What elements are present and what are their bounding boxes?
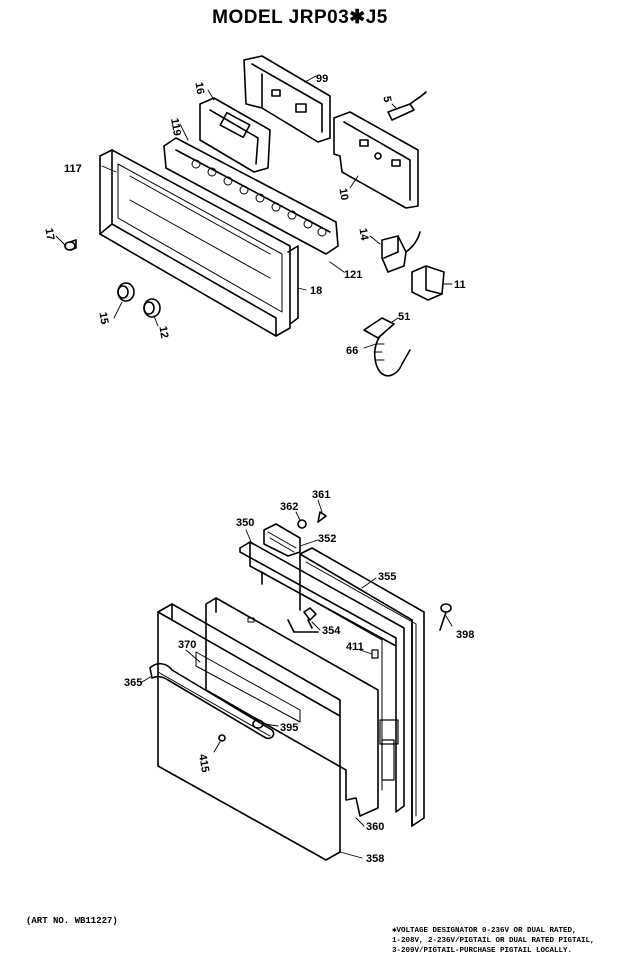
callout-355: 355 <box>378 571 396 583</box>
part-361-screw <box>317 511 327 523</box>
callout-14: 14 <box>356 227 370 242</box>
callout-362: 362 <box>280 501 298 513</box>
part-121-switch-strip <box>163 137 339 255</box>
voltage-note-line: 1-208V, 2-236V/PIGTAIL OR DUAL RATED PIG… <box>392 937 595 945</box>
part-362-nut <box>297 519 307 529</box>
part-415-screw <box>218 734 226 742</box>
voltage-note-line: ✱VOLTAGE DESIGNATOR 0-236V OR DUAL RATED… <box>392 927 577 935</box>
callout-117: 117 <box>64 163 82 175</box>
part-12-knob <box>143 298 161 318</box>
callout-12: 12 <box>156 325 170 339</box>
callout-370: 370 <box>178 639 196 651</box>
part-14-switch <box>381 231 421 273</box>
part-117-panel <box>99 149 291 337</box>
part-411-screw <box>371 649 379 659</box>
callout-5: 5 <box>380 95 393 103</box>
callout-350: 350 <box>236 517 254 529</box>
callout-119: 119 <box>168 117 183 137</box>
callout-398: 398 <box>456 629 474 641</box>
callout-360: 360 <box>366 821 384 833</box>
callout-15: 15 <box>96 311 110 325</box>
part-99-bracket <box>243 55 331 143</box>
part-360-liner <box>205 597 379 817</box>
callout-352: 352 <box>318 533 336 545</box>
part-350-inner-panel <box>239 541 405 813</box>
callout-16: 16 <box>192 81 206 95</box>
part-11-block <box>411 265 445 301</box>
part-66-pigtail-cord <box>363 317 411 377</box>
callout-17: 17 <box>42 227 56 241</box>
voltage-note: ✱VOLTAGE DESIGNATOR 0-236V OR DUAL RATED… <box>392 926 632 956</box>
callout-66: 66 <box>346 345 358 357</box>
voltage-note-line: 3-209V/PIGTAIL-PURCHASE PIGTAIL LOCALLY. <box>392 947 573 955</box>
part-352-gasket <box>263 523 301 557</box>
part-354-clip <box>303 607 317 629</box>
callout-11: 11 <box>454 279 466 291</box>
part-18-edge <box>287 245 299 325</box>
callout-99: 99 <box>316 73 328 85</box>
part-15-knob <box>117 282 135 302</box>
callout-395: 395 <box>280 722 298 734</box>
callout-354: 354 <box>322 625 341 637</box>
part-10-plate <box>333 111 419 209</box>
callout-358: 358 <box>366 853 384 865</box>
callout-415: 415 <box>196 753 211 773</box>
part-5-terminal <box>387 91 427 121</box>
part-398-screw <box>439 603 452 631</box>
callout-365: 365 <box>124 677 142 689</box>
callout-18: 18 <box>310 285 322 297</box>
part-17-pin <box>64 239 77 251</box>
callout-51: 51 <box>398 311 410 323</box>
callout-411: 411 <box>346 641 364 653</box>
part-355-door-frame <box>299 547 425 827</box>
part-16-frame <box>199 97 271 173</box>
part-365-handle <box>149 662 275 740</box>
art-number: (ART NO. WB11227) <box>26 916 118 926</box>
callout-10: 10 <box>336 187 350 201</box>
callout-361: 361 <box>312 489 330 501</box>
page-title: MODEL JRP03✱J5 <box>212 7 388 28</box>
callout-121: 121 <box>344 269 362 281</box>
